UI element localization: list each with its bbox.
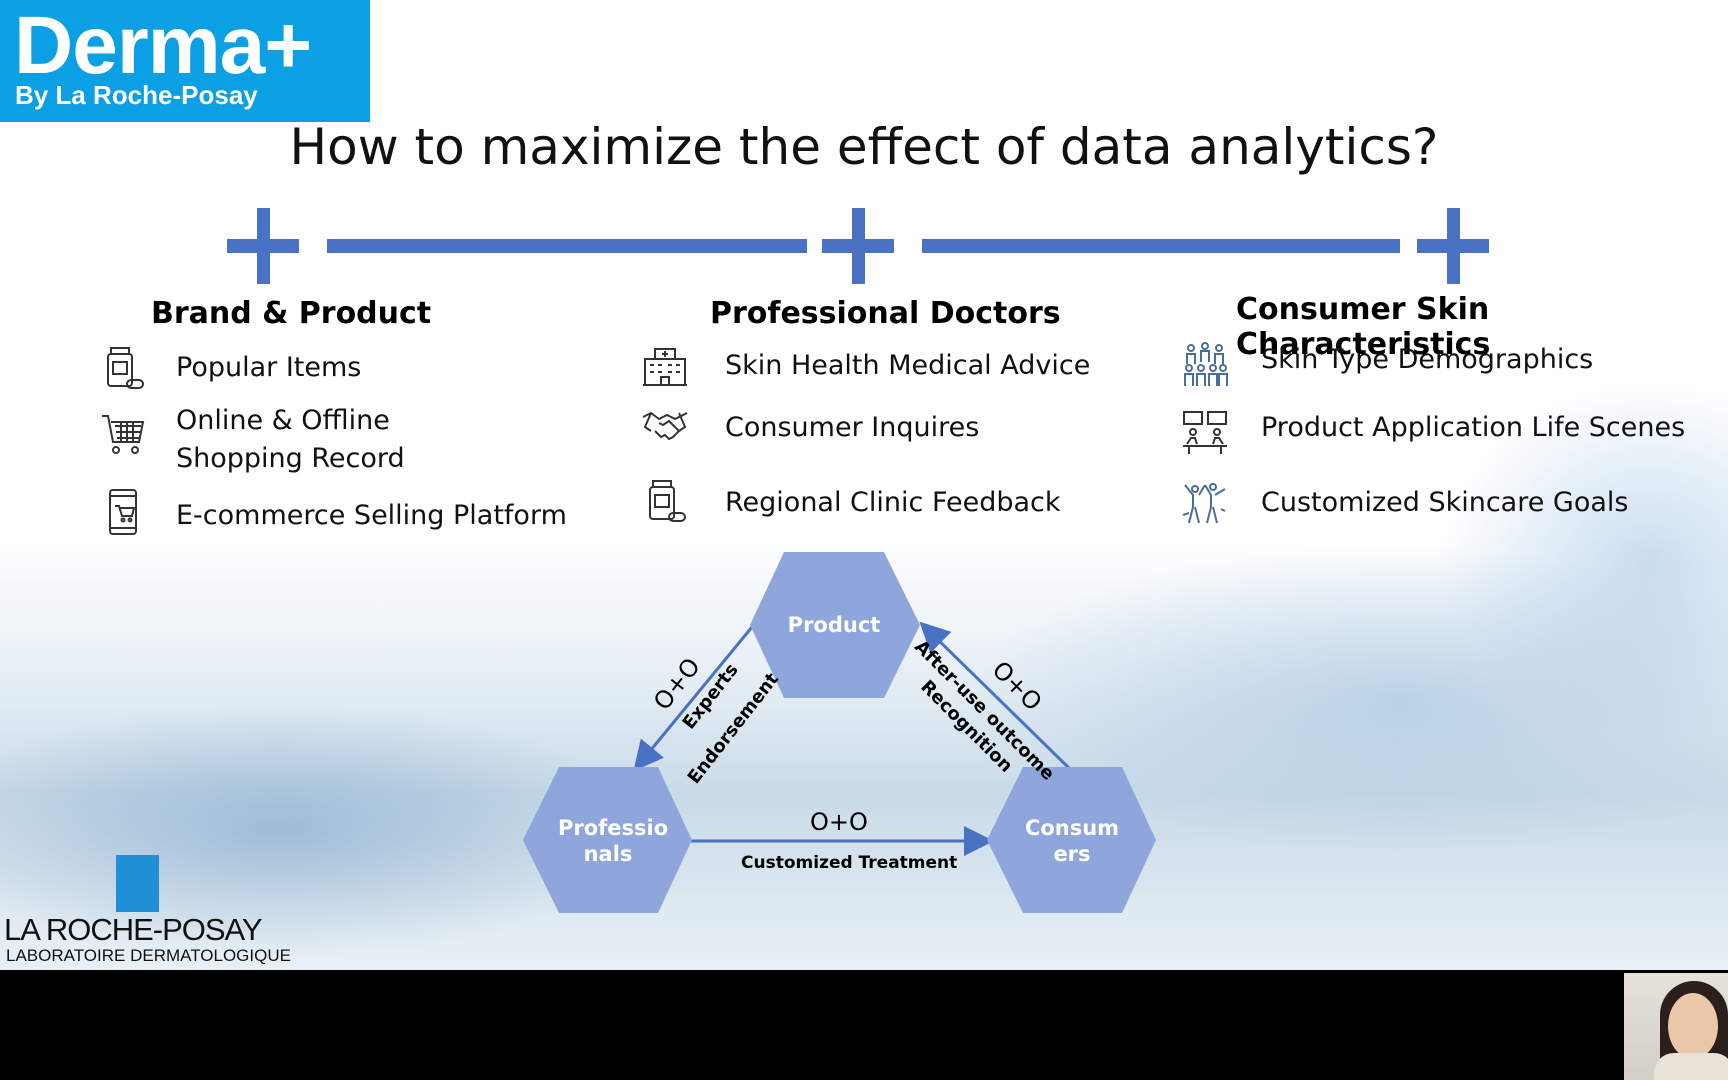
medicine-bottle-icon (641, 477, 689, 525)
presenter-shirt (1654, 1053, 1728, 1080)
brand-square-logo (116, 855, 159, 912)
presenter-face (1668, 993, 1718, 1059)
item-regional-clinic-feedback: Regional Clinic Feedback (725, 487, 1061, 518)
people-group-icon (1181, 340, 1229, 388)
item-skin-type-demographics: Skin Type Demographics (1261, 344, 1594, 375)
connector-line (922, 239, 1400, 253)
column-heading-consumer-skin: Consumer Skin Characteristics (1236, 292, 1491, 362)
hex-product (750, 552, 920, 698)
meeting-icon (1181, 408, 1229, 456)
arrow-product-to-professionals (633, 626, 754, 772)
presenter-video-thumbnail (1624, 973, 1728, 1080)
hex-consumers (987, 767, 1156, 913)
plus-icon (227, 208, 299, 284)
hex-professionals (523, 767, 692, 913)
slide: Derma+ By La Roche-Posay How to maximize… (0, 0, 1728, 970)
celebrate-people-icon (1181, 479, 1229, 527)
logo-sub-text: By La Roche-Posay (15, 80, 258, 110)
diagram-arrows (523, 552, 1156, 913)
item-shopping-record-line2: Shopping Record (176, 443, 405, 474)
item-popular-items: Popular Items (176, 352, 362, 383)
item-shopping-record-line1: Online & Offline (176, 405, 390, 436)
column-heading-professional-doctors: Professional Doctors (710, 296, 1061, 331)
footer-tagline: LABORATOIRE DERMATOLOGIQUE (6, 946, 291, 965)
shopping-cart-icon (99, 410, 147, 458)
handshake-icon (641, 403, 689, 451)
footer-brand-name: LA ROCHE-POSAY (4, 912, 263, 947)
medicine-bottle-icon (99, 344, 147, 392)
node-professionals-label: Professio nals (558, 816, 669, 866)
item-product-application-scenes: Product Application Life Scenes (1261, 412, 1686, 443)
item-consumer-inquires: Consumer Inquires (725, 412, 980, 443)
edge-bottom-tag: O+O (810, 808, 868, 836)
node-consumers-label: Consum ers (1024, 816, 1120, 866)
item-customized-skincare-goals: Customized Skincare Goals (1261, 487, 1629, 518)
connector-line (327, 239, 807, 253)
slide-title: How to maximize the effect of data analy… (289, 118, 1439, 176)
derma-plus-logo: Derma+ By La Roche-Posay (0, 0, 370, 122)
hospital-icon (641, 341, 689, 389)
item-ecommerce-platform: E-commerce Selling Platform (176, 500, 567, 531)
arrow-consumers-to-product (919, 621, 1072, 771)
node-product-label: Product (787, 613, 881, 637)
column-heading-brand-product: Brand & Product (151, 296, 432, 331)
item-skin-health-advice: Skin Health Medical Advice (725, 350, 1091, 381)
logo-main-text: Derma+ (14, 0, 312, 91)
edge-bottom-label: Customized Treatment (741, 853, 958, 873)
mobile-shop-icon (99, 488, 147, 536)
plus-icon (822, 208, 894, 284)
plus-icon (1417, 208, 1489, 284)
